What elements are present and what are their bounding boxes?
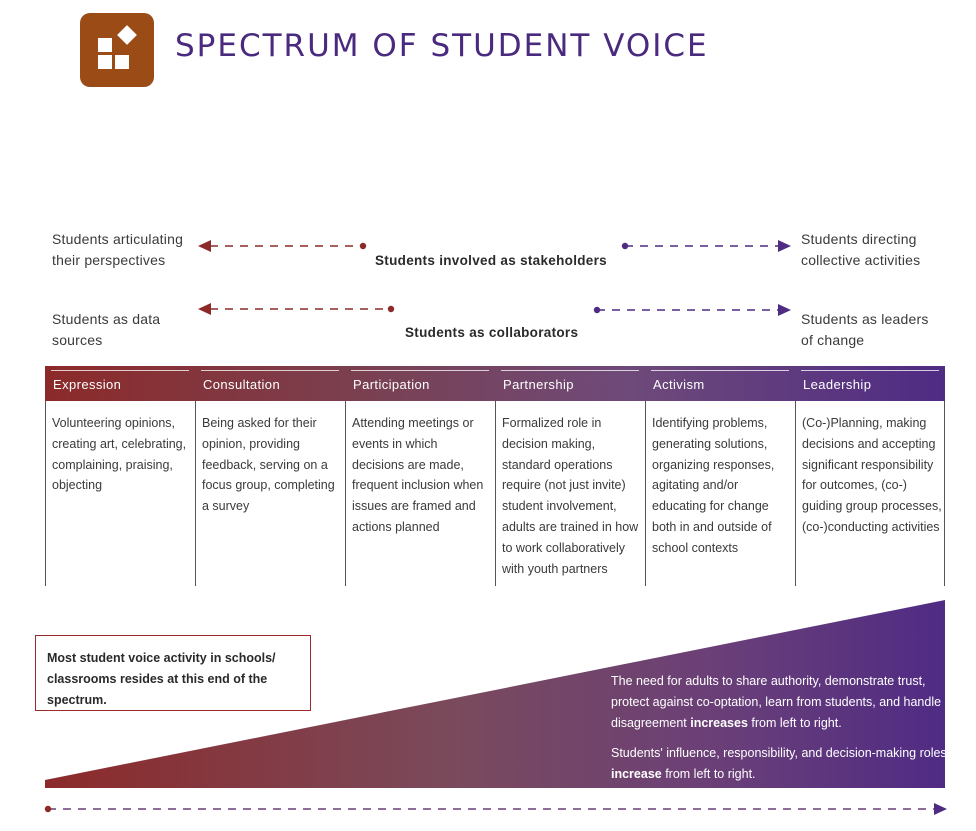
label-center-top: Students involved as stakeholders <box>375 253 607 268</box>
header-expression: Expression <box>45 366 195 401</box>
spectrum-descriptions: Volunteering opinions, creating art, cel… <box>45 401 945 586</box>
label-right-bottom: Students as leaders of change <box>801 311 929 348</box>
column-participation: Attending meetings or events in which de… <box>345 401 495 586</box>
logo-badge <box>80 13 154 87</box>
column-consultation: Being asked for their opinion, providing… <box>195 401 345 586</box>
note-text: Most student voice activity in schools/ … <box>47 651 276 707</box>
description-text: Being asked for their opinion, providing… <box>202 416 335 514</box>
header-activism: Activism <box>645 366 795 401</box>
label-right-top: Students directing collective activities <box>801 231 921 268</box>
note-box: Most student voice activity in schools/ … <box>35 635 311 711</box>
label-left-bottom: Students as data sources <box>52 311 161 348</box>
wedge-text-authority: The need for adults to share authority, … <box>611 674 942 730</box>
label-center-bottom: Students as collaborators <box>405 325 579 340</box>
description-text: Volunteering opinions, creating art, cel… <box>52 416 187 493</box>
header-leadership: Leadership <box>795 366 945 401</box>
column-activism: Identifying problems, generating solutio… <box>645 401 795 586</box>
column-partnership: Formalized role in decision making, stan… <box>495 401 645 586</box>
description-text: (Co-)Planning, making decisions and acce… <box>802 416 942 534</box>
arrow-right-bottom <box>593 304 791 316</box>
spectrum-header-row: Expression Consultation Participation Pa… <box>45 366 945 401</box>
arrow-left-top <box>198 240 367 252</box>
arrow-bottom-spectrum <box>44 803 947 815</box>
arrow-left-bottom <box>198 303 395 315</box>
column-expression: Volunteering opinions, creating art, cel… <box>45 401 195 586</box>
description-text: Identifying problems, generating solutio… <box>652 416 775 555</box>
wedge-text-influence: Students' influence, responsibility, and… <box>611 746 947 781</box>
page-title: SPECTRUM OF STUDENT VOICE <box>175 28 709 64</box>
header-consultation: Consultation <box>195 366 345 401</box>
arrow-right-top <box>621 240 791 252</box>
wedge-shape <box>45 600 945 788</box>
header-participation: Participation <box>345 366 495 401</box>
header-partnership: Partnership <box>495 366 645 401</box>
label-left-top: Students articulating their perspectives <box>52 231 184 268</box>
description-text: Attending meetings or events in which de… <box>352 416 484 534</box>
squares-diamond-icon <box>98 25 137 69</box>
column-leadership: (Co-)Planning, making decisions and acce… <box>795 401 945 586</box>
description-text: Formalized role in decision making, stan… <box>502 416 639 576</box>
